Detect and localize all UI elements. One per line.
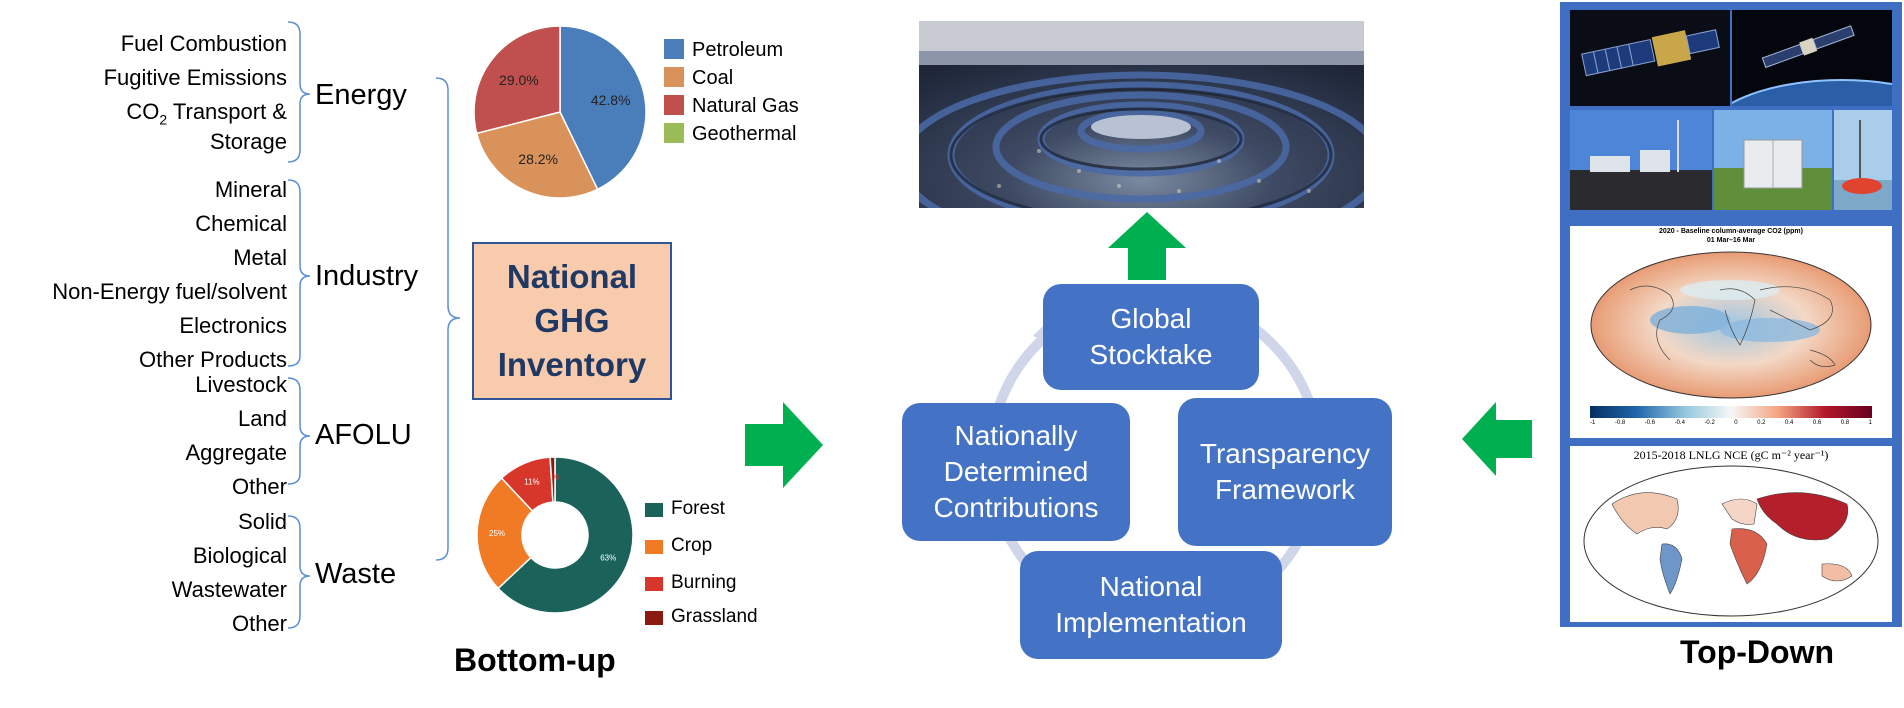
arrow-right-icon xyxy=(745,402,823,488)
pie-slice-crop xyxy=(476,477,534,590)
tick-label: -0.4 xyxy=(1674,420,1685,426)
sector-list: Fuel Combustion Fugitive Emissions CO2 T… xyxy=(0,0,287,640)
pie-slice-grassland xyxy=(549,456,556,503)
conference-hall-image xyxy=(919,21,1364,208)
list-item: CO2 Transport & xyxy=(126,99,287,128)
map-title: 2015-2018 LNLG NCE (gC m⁻² year⁻¹) xyxy=(1633,448,1829,462)
pie-data-label: 29.0% xyxy=(499,72,539,88)
legend-swatch xyxy=(664,39,684,59)
colorbar-ticks: -1 -0.8 -0.6 -0.4 -0.2 0 0.2 0.4 0.6 0.8… xyxy=(1590,420,1872,426)
legend-item: Coal xyxy=(664,66,733,90)
arrow-left-icon xyxy=(1462,402,1532,476)
national-ghg-inventory-box: National GHG Inventory xyxy=(472,242,672,400)
top-down-panel: 2020 - Baseline column-average CO2 (ppm)… xyxy=(1560,2,1902,627)
tick-label: 0.2 xyxy=(1757,420,1766,426)
list-item: Other xyxy=(231,611,287,636)
legend-item: Crop xyxy=(645,534,712,558)
tick-label: -0.2 xyxy=(1704,420,1715,426)
tick-label: 0.6 xyxy=(1812,420,1822,426)
tick-label: 0.8 xyxy=(1840,420,1850,426)
inventory-line: Inventory xyxy=(497,346,647,383)
pie-slice-petroleum xyxy=(559,25,647,191)
legend-swatch xyxy=(664,67,684,87)
inventory-line: National xyxy=(506,258,638,295)
tick-label: -0.8 xyxy=(1614,420,1626,426)
legend-swatch xyxy=(645,611,663,625)
sector-label-energy: Energy xyxy=(315,79,407,111)
legend-item: Forest xyxy=(645,497,725,521)
legend-swatch xyxy=(664,123,684,143)
satellite-image xyxy=(1570,10,1730,106)
pie-data-label: 28.2% xyxy=(518,151,558,167)
afolu-donut-chart: 63% 25% 11% 1% xyxy=(476,456,634,614)
map-title: 2020 - Baseline column-average CO2 (ppm) xyxy=(1659,228,1803,235)
pie-data-label: 25% xyxy=(489,529,505,538)
list-item: Fuel Combustion xyxy=(120,31,287,56)
list-item: Biological xyxy=(192,543,287,568)
ground-station-image xyxy=(1570,110,1712,210)
tick-label: -0.6 xyxy=(1644,420,1656,426)
pie-slice-forest xyxy=(497,456,634,614)
legend-swatch xyxy=(645,577,663,591)
list-item: Electronics xyxy=(179,313,287,338)
pie-data-label: 42.8% xyxy=(591,92,631,108)
list-item: Wastewater xyxy=(171,577,287,602)
map-subtitle: 01 Mar–16 Mar xyxy=(1706,237,1756,244)
list-item: Storage xyxy=(209,129,287,154)
legend-item: Natural Gas xyxy=(664,94,799,118)
list-item: Other Products xyxy=(139,347,287,372)
list-item: Land xyxy=(238,406,287,431)
list-item: Other xyxy=(231,474,287,499)
list-item: Metal xyxy=(233,245,287,270)
bracket-lines xyxy=(287,21,461,629)
buoy-image xyxy=(1834,110,1892,210)
legend-swatch xyxy=(664,95,684,115)
legend-item: Burning xyxy=(645,571,737,595)
monitoring-container-image xyxy=(1714,110,1832,210)
tick-label: 0.4 xyxy=(1785,420,1794,426)
list-item: Solid xyxy=(238,509,287,534)
energy-pie-chart: 42.8% 28.2% 29.0% xyxy=(473,25,647,199)
tick-label: 1 xyxy=(1868,420,1872,426)
colorbar xyxy=(1590,406,1872,418)
tick-label: -1 xyxy=(1590,420,1596,426)
bottom-up-label: Bottom-up xyxy=(454,642,616,678)
pie-slice-coal xyxy=(475,111,599,199)
sector-label-industry: Industry xyxy=(315,260,419,292)
list-item: Livestock xyxy=(195,372,287,397)
global-stocktake-box: Global Stocktake xyxy=(1043,284,1259,390)
sector-label-afolu: AFOLU xyxy=(315,419,412,451)
tick-label: 0 xyxy=(1734,420,1738,426)
list-item: Chemical xyxy=(195,211,287,236)
sector-label-waste: Waste xyxy=(315,558,397,590)
legend-item: Geothermal xyxy=(664,122,797,146)
list-item: Mineral xyxy=(214,177,287,202)
co2-anomaly-map: 2020 - Baseline column-average CO2 (ppm)… xyxy=(1570,226,1892,438)
legend-swatch xyxy=(645,540,663,554)
pie-slice-natural-gas xyxy=(473,25,561,135)
arrow-up-icon xyxy=(1108,212,1186,280)
legend-item: Petroleum xyxy=(664,38,783,62)
legend-swatch xyxy=(645,503,663,517)
pie-data-label: 1% xyxy=(547,473,559,482)
pie-data-label: 63% xyxy=(600,554,616,563)
list-item: Aggregate xyxy=(185,440,287,465)
list-item: Non-Energy fuel/solvent xyxy=(52,279,287,304)
pie-data-label: 11% xyxy=(524,477,539,486)
list-item: Fugitive Emissions xyxy=(103,65,287,90)
legend-item: Grassland xyxy=(645,605,758,629)
nce-map: 2015-2018 LNLG NCE (gC m⁻² year⁻¹) xyxy=(1570,446,1892,622)
inventory-line: GHG xyxy=(534,302,610,339)
satellite-earth-image xyxy=(1732,10,1892,106)
top-down-label: Top-Down xyxy=(1680,634,1835,670)
